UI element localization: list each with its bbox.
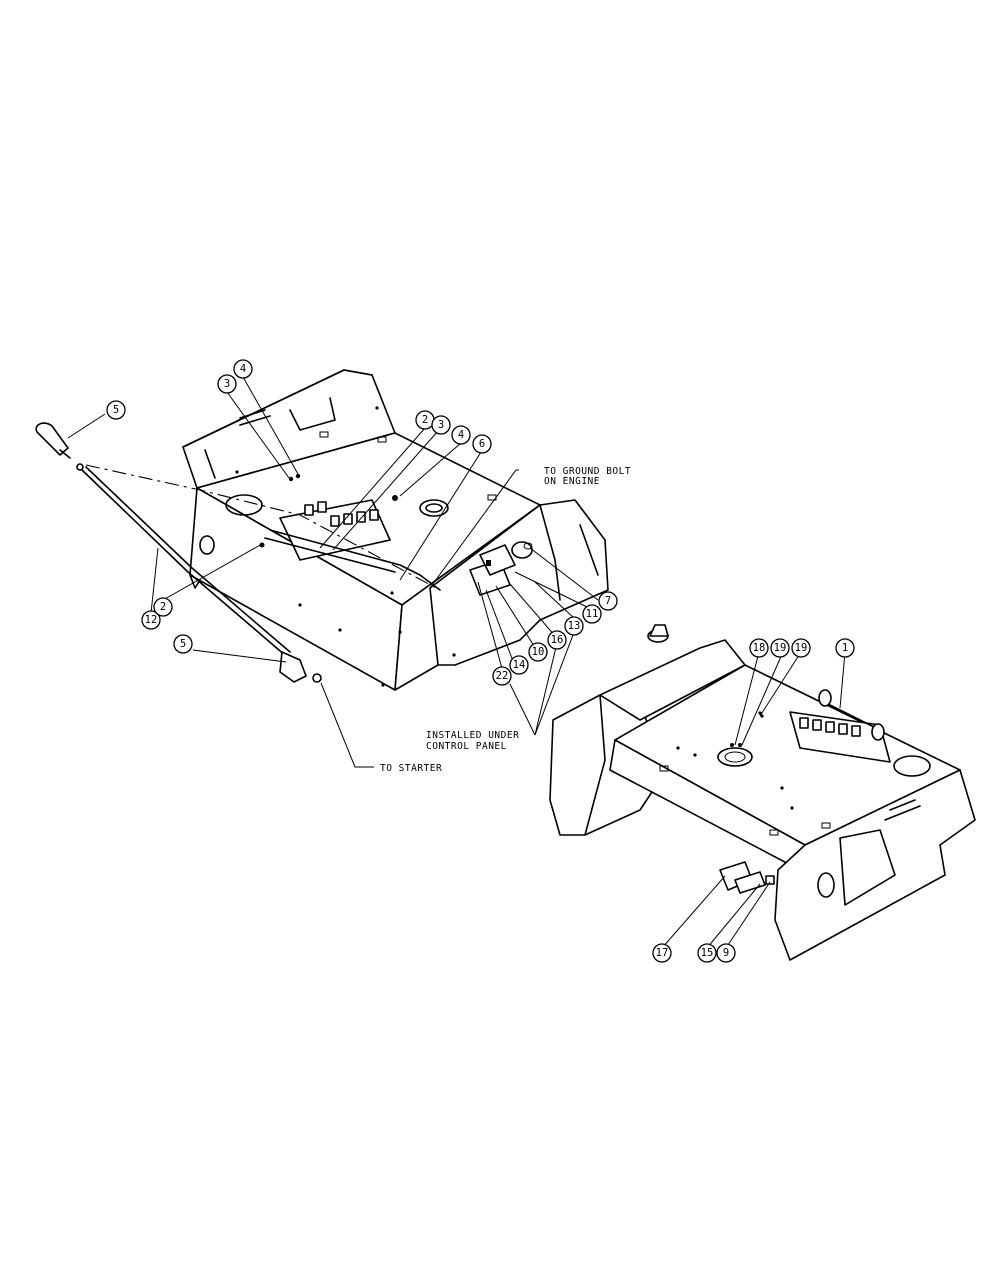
svg-text:22: 22 (496, 670, 509, 682)
svg-text:19: 19 (795, 642, 808, 654)
note-installed-under-line1: INSTALLED UNDER (426, 730, 519, 741)
callout-13: 13 (564, 616, 584, 636)
callout-14: 14 (509, 655, 529, 675)
svg-text:13: 13 (568, 620, 581, 632)
callout-15: 15 (697, 943, 717, 963)
callout-4-middle: 4 (451, 425, 471, 445)
callout-6: 6 (472, 434, 492, 454)
callout-9: 9 (716, 943, 736, 963)
note-to-starter: TO STARTER (380, 763, 442, 774)
svg-text:1: 1 (842, 642, 848, 654)
svg-text:4: 4 (458, 429, 464, 441)
note-installed-under-line2: CONTROL PANEL (426, 741, 507, 752)
svg-text:14: 14 (513, 659, 526, 671)
notes: TO GROUND BOLT ON ENGINE TO STARTER INST… (380, 466, 631, 774)
svg-text:3: 3 (224, 378, 230, 390)
svg-text:19: 19 (774, 642, 787, 654)
svg-text:7: 7 (605, 595, 611, 607)
callout-16: 16 (547, 630, 567, 650)
svg-text:10: 10 (532, 646, 545, 658)
lower-frame-assembly (549, 624, 976, 961)
svg-text:4: 4 (240, 363, 246, 375)
svg-text:2: 2 (160, 601, 166, 613)
callout-5-upper: 5 (106, 400, 126, 420)
callout-12: 12 (141, 610, 161, 630)
svg-text:16: 16 (551, 634, 564, 646)
callout-10: 10 (528, 642, 548, 662)
battery-cable (35, 422, 441, 683)
callout-17: 17 (652, 943, 672, 963)
callout-5-lower: 5 (173, 634, 193, 654)
svg-text:3: 3 (438, 419, 444, 431)
svg-text:2: 2 (422, 414, 428, 426)
svg-text:12: 12 (145, 614, 158, 626)
callout-3-middle: 3 (431, 415, 451, 435)
callout-11: 11 (582, 604, 602, 624)
callout-3-upper: 3 (217, 374, 237, 394)
callout-18: 18 (749, 638, 769, 658)
callout-19-right: 19 (791, 638, 811, 658)
upper-frame-assembly (182, 369, 609, 691)
leader-lines (67, 376, 846, 949)
svg-text:5: 5 (180, 638, 186, 650)
svg-text:15: 15 (701, 947, 714, 959)
svg-text:9: 9 (723, 947, 729, 959)
note-ground-bolt-line1: TO GROUND BOLT (544, 466, 631, 477)
svg-text:18: 18 (753, 642, 766, 654)
note-ground-bolt-line2: ON ENGINE (544, 476, 600, 487)
callout-22: 22 (492, 666, 512, 686)
callout-2-upper: 2 (415, 410, 435, 430)
svg-text:17: 17 (656, 947, 669, 959)
callout-4-upper: 4 (233, 359, 253, 379)
callout-19-left: 19 (770, 638, 790, 658)
svg-text:11: 11 (586, 608, 599, 620)
svg-text:5: 5 (113, 404, 119, 416)
svg-text:6: 6 (479, 438, 485, 450)
callout-1: 1 (835, 638, 855, 658)
callout-2-lower: 2 (153, 597, 173, 617)
callout-7: 7 (598, 591, 618, 611)
